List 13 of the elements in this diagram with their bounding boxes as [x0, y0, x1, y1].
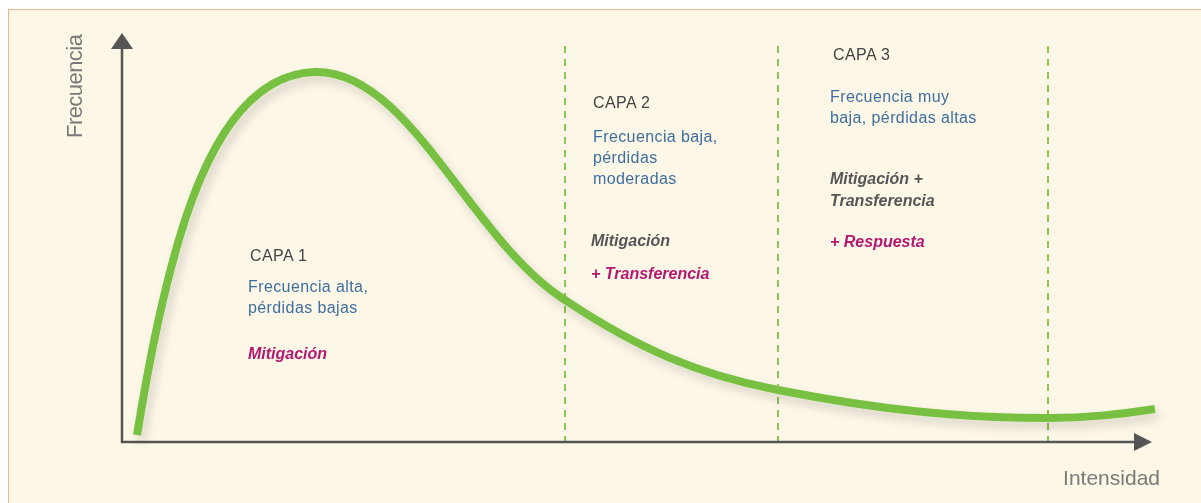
strategy-text: Mitigación: [591, 231, 672, 251]
strategy-text: Mitigación + Transferencia: [830, 169, 936, 211]
strategy-text: Mitigación: [248, 344, 329, 364]
layer-heading: CAPA 1: [250, 246, 309, 266]
layer-heading: CAPA 3: [833, 45, 892, 65]
axis-title: Intensidad: [1062, 465, 1160, 491]
layer-description: Frecuencia muy baja, pérdidas altas: [830, 87, 978, 128]
strategy-text: + Respuesta: [830, 232, 926, 252]
layer-description: Frecuencia alta, pérdidas bajas: [248, 277, 370, 318]
strategy-text: + Transferencia: [591, 264, 711, 284]
layer-description: Frecuencia baja, pérdidas moderadas: [593, 127, 718, 189]
layer-heading: CAPA 2: [593, 93, 652, 113]
axis-title: Frecuencia: [61, 34, 88, 138]
